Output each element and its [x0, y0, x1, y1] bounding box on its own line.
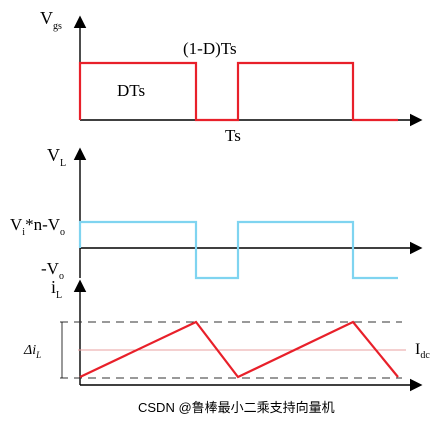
gate-period-label: Ts: [225, 126, 241, 145]
current-axis-label: iL: [51, 277, 62, 301]
voltage-panel: VL Vi*n-Vo -Vo: [10, 145, 423, 282]
voltage-low-label: -Vo: [41, 259, 64, 282]
ripple-label: ΔiL: [23, 343, 41, 360]
gate-waveform: [78, 61, 398, 122]
current-waveform: [79, 320, 399, 379]
voltage-waveform: [78, 220, 398, 280]
dc-label: Idc: [415, 341, 430, 361]
gate-panel: Vgs DTs (1-D)Ts Ts: [40, 8, 423, 145]
gate-off-label: (1-D)Ts: [183, 39, 237, 58]
watermark: CSDN @鲁棒最小二乘支持向量机: [138, 400, 335, 415]
gate-axis-label: Vgs: [40, 8, 62, 32]
current-panel: iL ΔiL Idc: [23, 277, 430, 392]
gate-on-label: DTs: [117, 81, 145, 100]
voltage-high-label: Vi*n-Vo: [10, 215, 65, 238]
voltage-axis-label: VL: [47, 145, 66, 169]
